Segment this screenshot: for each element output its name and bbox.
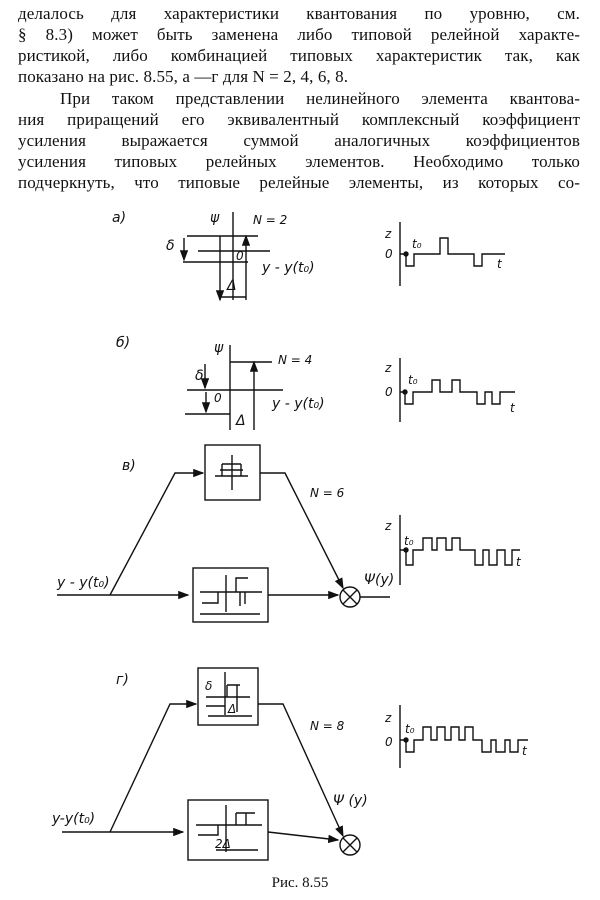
- text-line: делалось для характеристики квантования …: [18, 4, 580, 23]
- delta-big-label: Δ: [227, 702, 236, 716]
- output-label: Ψ (y): [333, 793, 368, 809]
- t0-label: t₀: [412, 237, 422, 251]
- t0-label: t₀: [408, 373, 418, 387]
- text-line: ристикой, либо комбинацией типовых харак…: [18, 46, 580, 65]
- waveform-d: z 0 t₀ t: [384, 705, 528, 768]
- zero-label: 0: [385, 385, 393, 399]
- relay-block-bottom: [187, 799, 269, 861]
- z-label: z: [384, 711, 392, 725]
- delta-big-label: Δ: [235, 413, 246, 429]
- panel-label: в): [122, 458, 136, 474]
- t-label: t: [522, 744, 528, 758]
- delta-big-label: Δ: [226, 278, 237, 294]
- n-label: N = 8: [310, 719, 345, 733]
- waveform-c: z t₀ t: [384, 515, 522, 585]
- text-line: усиления типовых релейных элементов. Нео…: [18, 152, 580, 171]
- z-label: z: [384, 227, 392, 241]
- input-label: y - y(t₀): [56, 575, 110, 591]
- n-label: N = 4: [278, 353, 312, 367]
- text-line: ния приращений его эквивалентный комплек…: [18, 110, 580, 129]
- text-line: подчеркнуть, что типовые релейные элемен…: [18, 173, 580, 192]
- panel-c: в) N = 6 y - y(t₀) Ψ(y): [56, 444, 394, 623]
- n-label: N = 6: [310, 486, 345, 500]
- zero-label: 0: [385, 735, 393, 749]
- input-label: y - y(t₀): [261, 260, 315, 276]
- input-label: y - y(t₀): [271, 396, 325, 412]
- text-line: § 8.3) может быть заменена либо типовой …: [18, 25, 580, 44]
- origin-label: 0: [236, 249, 244, 263]
- text-line: При таком представлении нелинейного элем…: [60, 89, 580, 108]
- psi-label: ψ: [210, 210, 220, 226]
- delta-small-label: δ: [195, 368, 204, 384]
- relay-block-top: [197, 667, 259, 726]
- zero-label: 0: [385, 247, 393, 261]
- n-label: N = 2: [253, 213, 287, 227]
- t-label: t: [516, 555, 522, 569]
- t-label: t: [510, 401, 516, 415]
- summing-junction: [339, 834, 361, 856]
- panel-label: б): [116, 335, 130, 351]
- waveform-a: z 0 t₀ t: [384, 222, 505, 286]
- panel-b: б) ψ N = 4 δ Δ 0 y - y(t₀): [116, 335, 325, 430]
- t0-label: t₀: [405, 722, 415, 736]
- psi-label: ψ: [214, 340, 224, 356]
- t-label: t: [497, 257, 503, 271]
- delta-small-label: δ: [166, 238, 175, 254]
- origin-label: 0: [214, 391, 222, 405]
- panel-d: г) δ Δ 2Δ N = 8 y-y(t₀) Ψ (y): [51, 667, 368, 861]
- delta-small-label: δ: [205, 679, 212, 693]
- input-label: y-y(t₀): [51, 811, 95, 827]
- panel-label: г): [116, 672, 129, 688]
- panel-a: а) ψ N = 2 δ Δ 0 y - y(t₀): [112, 210, 315, 302]
- two-delta-label: 2Δ: [215, 837, 231, 851]
- z-label: z: [384, 361, 392, 375]
- text-line: показано на рис. 8.55, а —г для N = 2, 4…: [18, 67, 349, 86]
- text-line: усиления выражается суммой аналогичных к…: [18, 131, 580, 150]
- t0-label: t₀: [404, 534, 414, 548]
- panel-label: а): [112, 210, 126, 226]
- z-label: z: [384, 519, 392, 533]
- figure-caption: Рис. 8.55: [272, 875, 329, 891]
- waveform-b: z 0 t₀ t: [384, 358, 516, 422]
- output-label: Ψ(y): [364, 572, 394, 588]
